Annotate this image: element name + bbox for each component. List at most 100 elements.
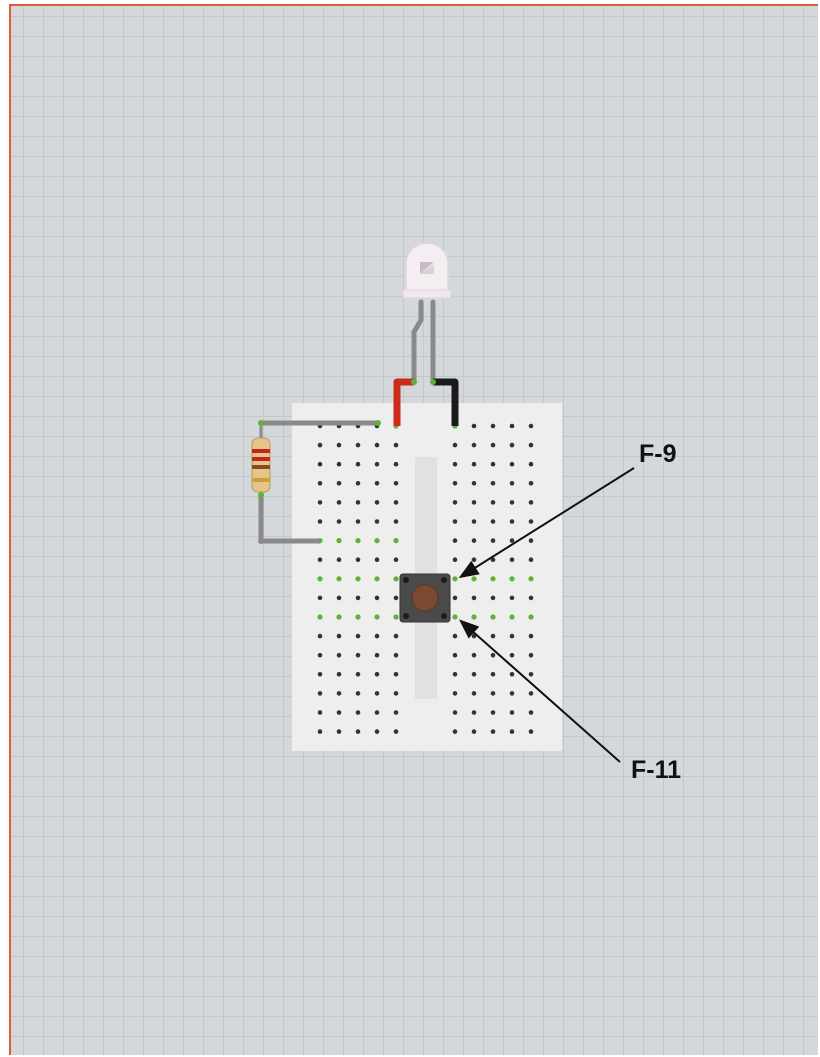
breadboard-hole[interactable] — [355, 481, 361, 486]
breadboard-hole[interactable] — [452, 672, 458, 677]
breadboard-hole[interactable] — [317, 442, 323, 448]
breadboard-hole[interactable] — [490, 481, 496, 486]
circuit-canvas[interactable]: F-9 F-11 — [9, 4, 818, 1055]
breadboard-hole[interactable] — [509, 481, 515, 486]
breadboard-hole[interactable] — [355, 500, 361, 505]
breadboard-hole[interactable] — [355, 672, 361, 677]
breadboard-hole[interactable] — [509, 461, 515, 467]
breadboard-hole[interactable] — [471, 461, 477, 467]
breadboard-hole[interactable] — [374, 691, 380, 696]
breadboard-hole[interactable] — [355, 614, 361, 620]
breadboard-hole[interactable] — [528, 595, 534, 601]
breadboard-hole[interactable] — [528, 576, 534, 582]
breadboard-hole[interactable] — [490, 652, 496, 658]
breadboard-hole[interactable] — [355, 442, 361, 448]
breadboard-hole[interactable] — [528, 423, 534, 429]
breadboard-hole[interactable] — [393, 481, 399, 486]
breadboard-hole[interactable] — [528, 633, 534, 639]
breadboard-hole[interactable] — [490, 442, 496, 448]
breadboard-hole[interactable] — [471, 595, 477, 601]
breadboard-hole[interactable] — [471, 710, 477, 715]
breadboard-hole[interactable] — [528, 691, 534, 696]
breadboard-hole[interactable] — [374, 500, 380, 505]
breadboard-hole[interactable] — [374, 710, 380, 715]
breadboard-hole[interactable] — [509, 672, 515, 677]
breadboard-hole[interactable] — [528, 729, 534, 734]
breadboard-hole[interactable] — [490, 557, 496, 562]
breadboard-hole[interactable] — [528, 672, 534, 677]
breadboard-hole[interactable] — [336, 481, 342, 486]
breadboard-hole[interactable] — [393, 614, 399, 620]
breadboard-hole[interactable] — [509, 557, 515, 562]
breadboard-hole[interactable] — [471, 691, 477, 696]
breadboard-hole[interactable] — [393, 729, 399, 734]
breadboard-hole[interactable] — [393, 500, 399, 505]
breadboard-hole[interactable] — [393, 557, 399, 562]
breadboard-hole[interactable] — [374, 729, 380, 734]
breadboard-hole[interactable] — [393, 576, 399, 582]
breadboard-hole[interactable] — [393, 672, 399, 677]
breadboard-hole[interactable] — [471, 652, 477, 658]
breadboard-hole[interactable] — [509, 691, 515, 696]
breadboard-hole[interactable] — [393, 633, 399, 639]
breadboard-hole[interactable] — [490, 519, 496, 524]
breadboard-hole[interactable] — [355, 652, 361, 658]
breadboard-hole[interactable] — [471, 614, 477, 620]
breadboard-hole[interactable] — [471, 729, 477, 734]
breadboard-hole[interactable] — [317, 672, 323, 677]
breadboard-hole[interactable] — [374, 461, 380, 467]
breadboard-hole[interactable] — [393, 691, 399, 696]
breadboard-hole[interactable] — [336, 672, 342, 677]
breadboard-hole[interactable] — [528, 652, 534, 658]
breadboard-hole[interactable] — [317, 652, 323, 658]
breadboard-hole[interactable] — [490, 576, 496, 582]
breadboard-hole[interactable] — [528, 538, 534, 543]
breadboard-hole[interactable] — [509, 652, 515, 658]
breadboard-hole[interactable] — [471, 500, 477, 505]
breadboard-hole[interactable] — [393, 538, 399, 544]
breadboard-hole[interactable] — [452, 442, 458, 448]
breadboard-hole[interactable] — [490, 710, 496, 715]
breadboard-hole[interactable] — [317, 691, 323, 696]
breadboard-hole[interactable] — [452, 500, 458, 505]
breadboard-hole[interactable] — [374, 442, 380, 448]
breadboard-hole[interactable] — [393, 710, 399, 715]
breadboard-hole[interactable] — [528, 614, 534, 620]
breadboard-hole[interactable] — [471, 423, 477, 429]
breadboard-hole[interactable] — [490, 729, 496, 734]
breadboard-hole[interactable] — [509, 442, 515, 448]
breadboard-hole[interactable] — [509, 500, 515, 505]
breadboard-hole[interactable] — [452, 614, 458, 620]
breadboard-hole[interactable] — [355, 557, 361, 562]
breadboard-hole[interactable] — [336, 519, 342, 524]
breadboard-hole[interactable] — [452, 461, 458, 467]
breadboard-hole[interactable] — [509, 710, 515, 715]
breadboard-hole[interactable] — [471, 519, 477, 524]
breadboard-hole[interactable] — [317, 576, 323, 582]
breadboard-hole[interactable] — [528, 710, 534, 715]
breadboard-hole[interactable] — [374, 614, 380, 620]
breadboard-hole[interactable] — [374, 672, 380, 677]
breadboard-hole[interactable] — [490, 423, 496, 429]
breadboard-hole[interactable] — [317, 557, 323, 562]
breadboard-hole[interactable] — [490, 538, 496, 543]
breadboard-hole[interactable] — [336, 461, 342, 467]
breadboard-hole[interactable] — [452, 652, 458, 658]
breadboard-hole[interactable] — [336, 633, 342, 639]
breadboard-hole[interactable] — [471, 672, 477, 677]
breadboard-hole[interactable] — [317, 481, 323, 486]
resistor-icon[interactable] — [251, 437, 271, 493]
breadboard-hole[interactable] — [509, 633, 515, 639]
breadboard-hole[interactable] — [490, 691, 496, 696]
breadboard-hole[interactable] — [490, 595, 496, 601]
breadboard-hole[interactable] — [528, 557, 534, 562]
breadboard-hole[interactable] — [490, 672, 496, 677]
breadboard-hole[interactable] — [393, 461, 399, 467]
breadboard-hole[interactable] — [528, 442, 534, 448]
breadboard-hole[interactable] — [336, 576, 342, 582]
breadboard-hole[interactable] — [355, 576, 361, 582]
breadboard-hole[interactable] — [490, 633, 496, 639]
breadboard-hole[interactable] — [374, 538, 380, 544]
breadboard-hole[interactable] — [452, 691, 458, 696]
breadboard-hole[interactable] — [317, 519, 323, 524]
